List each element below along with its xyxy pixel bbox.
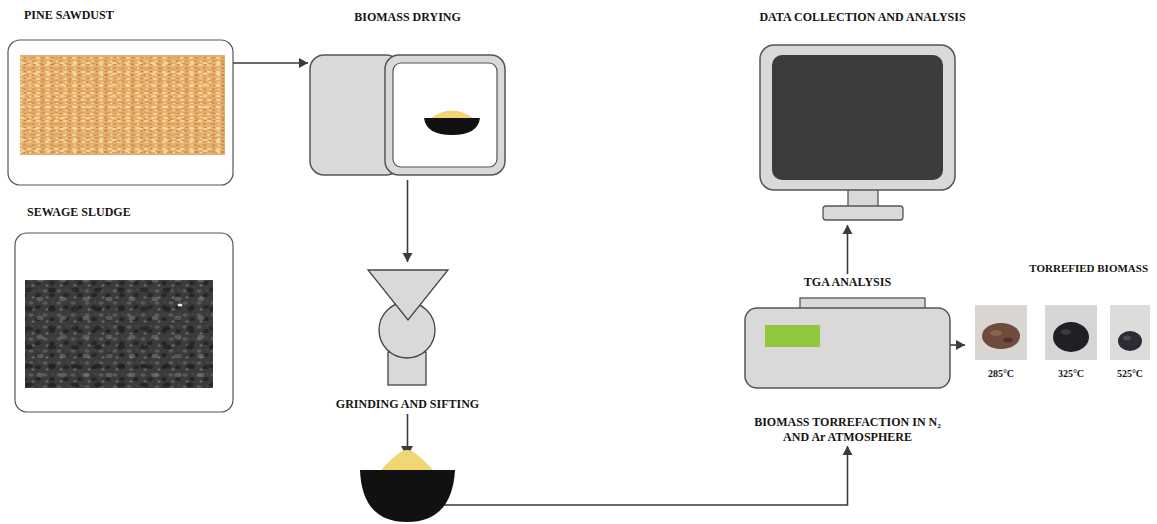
computer-monitor-part <box>772 55 943 180</box>
computer-monitor-part <box>760 45 955 190</box>
torrefied-sample-285-part <box>1003 338 1013 343</box>
grinder <box>368 270 448 385</box>
device-node: TGA ANALYSIS BIOMASS TORREFACTION IN N₂ A… <box>745 275 950 445</box>
photo-box: PINE SAWDUST <box>8 8 233 185</box>
sludge-frame-part <box>25 280 213 388</box>
torrefied-sample-525 <box>1110 305 1150 360</box>
torrefied-sample-325 <box>1045 305 1097 360</box>
flow-arrow <box>233 58 308 68</box>
node-heading: PINE SAWDUST <box>24 8 114 23</box>
torrefied-sample-525-part <box>1123 336 1131 341</box>
photo-box: SEWAGE SLUDGE <box>15 205 233 412</box>
grinder-node: GRINDING AND SIFTING <box>330 262 485 412</box>
drying-oven-part <box>431 111 473 119</box>
sludge-frame-part <box>15 233 233 412</box>
node-heading: 325°C <box>1058 368 1084 381</box>
flow-arrow <box>843 225 853 274</box>
node-heading: DATA COLLECTION AND ANALYSIS <box>759 10 965 25</box>
sample-bowl-part <box>380 450 434 471</box>
arrow-head <box>299 58 308 68</box>
node-heading: TGA ANALYSIS <box>804 275 891 290</box>
tga-device <box>745 298 950 388</box>
node-heading: SEWAGE SLUDGE <box>27 205 131 220</box>
sample-node: 285°C <box>973 302 1029 380</box>
flow-line <box>407 180 409 262</box>
node-heading: TORREFIED BIOMASS <box>1029 262 1148 276</box>
torrefied-sample-525-part <box>1110 305 1150 360</box>
torrefied-sample-285 <box>975 305 1027 360</box>
grinder-part <box>368 270 448 320</box>
flow-line <box>233 62 308 64</box>
flow-arrow <box>950 340 965 350</box>
arrow-head <box>843 446 853 455</box>
computer-monitor-part <box>848 189 878 207</box>
computer-monitor-part <box>823 206 903 220</box>
sludge-frame-part <box>178 304 183 307</box>
sample-node: 325°C <box>1043 302 1099 380</box>
flow-arrow <box>403 180 413 262</box>
node-heading: 285°C <box>988 368 1014 381</box>
torrefied-sample-285-part <box>990 330 1002 336</box>
node-label: BIOMASS TORREFACTION IN N₂ AND Ar ATMOSP… <box>753 415 943 445</box>
drying-oven-part <box>385 55 505 175</box>
torrefied-sample-525-part <box>1118 331 1142 351</box>
sludge-frame <box>15 233 233 412</box>
torrefied-sample-285-part <box>982 323 1020 349</box>
sample-group: TORREFIED BIOMASS 285°C 325°C 525°C <box>965 262 1150 382</box>
sawdust-frame <box>8 40 233 185</box>
oven-node: BIOMASS DRYING <box>305 10 510 180</box>
torrefied-sample-285-part <box>975 305 1027 360</box>
drying-oven-part <box>393 63 497 167</box>
tga-device-part <box>765 325 820 347</box>
node-heading: GRINDING AND SIFTING <box>336 397 479 412</box>
sludge-frame-part <box>25 280 213 388</box>
arrow-head <box>956 340 965 350</box>
sample-bowl <box>360 446 455 522</box>
sawdust-frame-part <box>20 55 225 155</box>
arrow-head <box>403 253 413 262</box>
drying-oven <box>310 55 505 175</box>
sample-node: 525°C <box>1108 302 1152 380</box>
sample-bowl-part <box>360 470 455 522</box>
tga-device-part <box>745 308 950 388</box>
node-heading: BIOMASS DRYING <box>354 10 461 25</box>
computer-monitor <box>760 45 955 220</box>
monitor-node: DATA COLLECTION AND ANALYSIS <box>735 10 990 225</box>
torrefied-sample-325-part <box>1045 305 1097 360</box>
arrow-head <box>843 225 853 234</box>
sawdust-frame-part <box>8 40 233 185</box>
torrefied-sample-325-part <box>1061 329 1071 335</box>
node-heading: 525°C <box>1117 368 1143 381</box>
sawdust-frame-part <box>20 55 225 155</box>
torrefied-sample-325-part <box>1053 322 1089 352</box>
drying-oven-part <box>424 118 480 135</box>
